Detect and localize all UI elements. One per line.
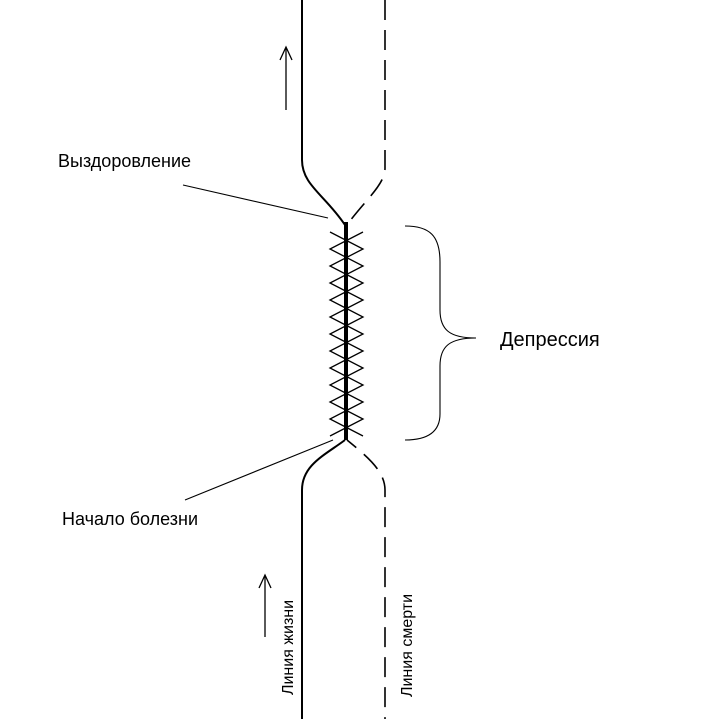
death-line-top	[346, 0, 386, 226]
illness-onset-label: Начало болезни	[62, 509, 198, 529]
illness-onset-leader-line	[184, 439, 334, 501]
arrow-up-bottom-icon	[258, 573, 272, 637]
life-line-top	[301, 0, 346, 226]
death-line-bottom	[346, 439, 386, 719]
recovery-label: Выздоровление	[58, 151, 191, 171]
depression-label: Депрессия	[500, 329, 600, 351]
life-line-label: Линия жизни	[280, 600, 297, 695]
death-line-label: Линия смерти	[399, 594, 416, 697]
arrow-up-top-icon	[279, 45, 293, 110]
zigzag-strand-left	[328, 231, 365, 437]
zigzag-strand-right	[328, 231, 365, 437]
recovery-leader-line	[182, 184, 329, 219]
depression-brace	[404, 225, 477, 441]
life-line-bottom	[301, 439, 346, 719]
